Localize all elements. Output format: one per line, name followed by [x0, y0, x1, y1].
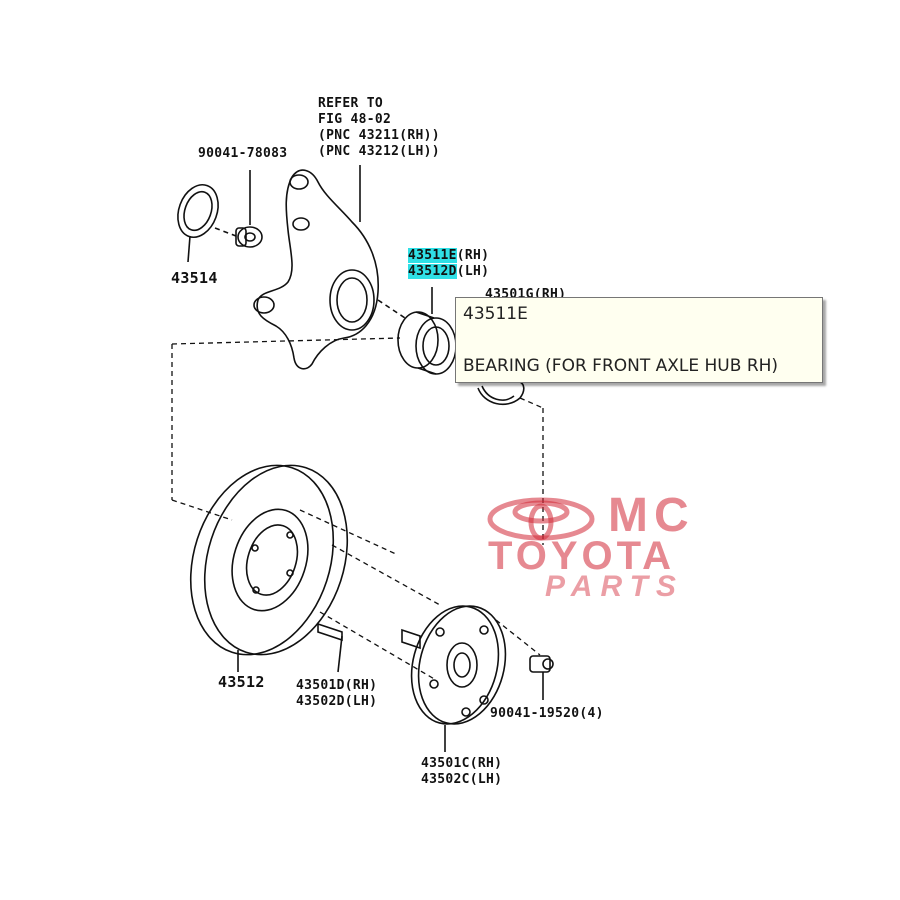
seal-label[interactable]: 43514 — [171, 269, 218, 287]
hub-rh-label[interactable]: 43501C(RH) — [421, 756, 503, 771]
watermark-line3: PARTS — [545, 570, 684, 603]
front-axle-hub-bearing-part[interactable] — [397, 287, 457, 375]
snap-ring-part[interactable] — [477, 381, 525, 406]
toyota-emblem-watermark — [487, 497, 595, 541]
brake-disc-part[interactable] — [167, 447, 370, 674]
assembly-dashed-outline — [171, 337, 544, 681]
disc-label[interactable]: 43512 — [218, 673, 265, 691]
oil-seal-part[interactable] — [171, 179, 225, 263]
lower-bolt-part[interactable] — [529, 655, 554, 700]
bearing-rh-label[interactable]: 43511E(RH) — [408, 248, 490, 263]
bolt-lower-label[interactable]: 90041-19520(4) — [490, 706, 604, 721]
refer-pnc-rh-label[interactable]: (PNC 43211(RH)) — [318, 128, 440, 143]
watermark-line2: TOYOTA — [488, 534, 675, 578]
bolt-upper-label[interactable]: 90041-78083 — [198, 146, 288, 161]
bearing-lh-label[interactable]: 43512D(LH) — [408, 264, 490, 279]
tooltip-description: BEARING (FOR FRONT AXLE HUB RH) — [463, 356, 779, 376]
stud-rh-label[interactable]: 43501D(RH) — [296, 678, 378, 693]
refer-fig-label: FIG 48-02 — [318, 112, 392, 127]
hub-bolt-part[interactable] — [317, 622, 343, 673]
tooltip-part-number: 43511E — [463, 304, 528, 324]
stud-lh-label[interactable]: 43502D(LH) — [296, 694, 378, 709]
part-tooltip: 43511E BEARING (FOR FRONT AXLE HUB RH) — [455, 297, 823, 383]
front-axle-hub-part[interactable] — [399, 596, 518, 752]
refer-to-label: REFER TO — [318, 96, 384, 111]
refer-pnc-lh-label[interactable]: (PNC 43212(LH)) — [318, 144, 440, 159]
steering-knuckle-part[interactable] — [253, 165, 406, 370]
hub-lh-label[interactable]: 43502C(LH) — [421, 772, 503, 787]
watermark-line1: MC — [608, 489, 695, 542]
upper-bolt-part[interactable] — [214, 170, 263, 248]
